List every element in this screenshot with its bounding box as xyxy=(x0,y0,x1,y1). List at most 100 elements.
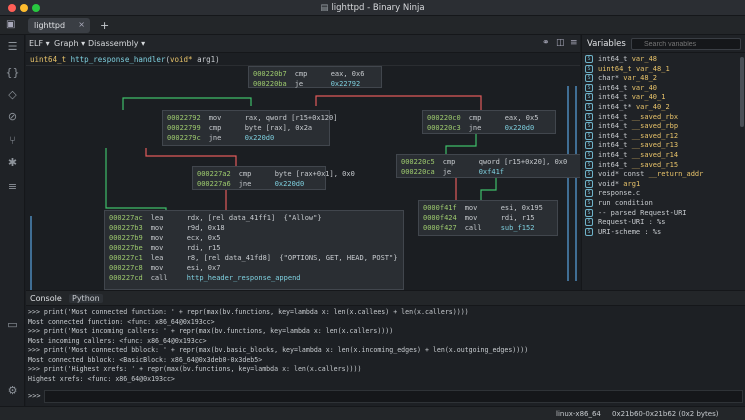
instruction-address[interactable]: 000220c5 xyxy=(401,158,435,166)
instruction-address[interactable]: 0000f424 xyxy=(423,214,457,222)
instruction-operands[interactable]: 0x220d0 xyxy=(244,134,275,142)
link-icon[interactable]: ⚭ xyxy=(542,38,550,48)
console-input[interactable] xyxy=(44,390,743,403)
instruction-operands[interactable]: 0x220d0 xyxy=(274,180,305,188)
sidebar-toggle-icon[interactable]: ▣ xyxy=(6,19,16,30)
instruction-operands[interactable]: byte [rax+0x1], 0x0 xyxy=(274,170,355,178)
minimize-window-button[interactable] xyxy=(20,4,28,12)
instruction-operands[interactable]: ecx, 0x5 xyxy=(186,234,221,242)
instruction-operands[interactable]: esi, 0x195 xyxy=(500,204,543,212)
instruction-operands[interactable]: byte [rax], 0x2a xyxy=(244,124,313,132)
elf-view-dropdown[interactable]: ELF ▾ xyxy=(29,39,50,48)
instruction-operands[interactable]: r9d, 0x18 xyxy=(186,224,225,232)
instruction-address[interactable]: 0000f41f xyxy=(423,204,457,212)
tab-lighttpd[interactable]: lighttpd × xyxy=(28,18,90,33)
close-tab-icon[interactable]: × xyxy=(78,20,85,29)
cross-references-icon[interactable]: ⊘ xyxy=(7,110,18,123)
variables-scrollbar[interactable] xyxy=(740,57,744,127)
close-window-button[interactable] xyxy=(8,4,16,12)
tags-icon[interactable]: ◇ xyxy=(8,88,17,101)
disassembly-dropdown[interactable]: Disassembly ▾ xyxy=(88,39,146,48)
instruction-address[interactable]: 000227a6 xyxy=(197,180,231,188)
split-view-icon[interactable]: ◫ xyxy=(556,38,565,48)
instruction-operands[interactable]: esi, 0x7 xyxy=(186,264,221,272)
instruction-address[interactable]: 000220ba xyxy=(253,80,287,88)
types-icon[interactable]: {} xyxy=(5,66,20,79)
instruction-operands[interactable]: http_header_response_append xyxy=(186,274,301,282)
instruction-address[interactable]: 000227a2 xyxy=(197,170,231,178)
instruction-operands[interactable]: sub_f152 xyxy=(500,224,535,232)
instruction-operands[interactable]: 0xf41f xyxy=(478,168,505,176)
instruction-operands[interactable]: rax, qword [r15+0x120] xyxy=(244,114,338,122)
new-tab-button[interactable]: + xyxy=(100,19,110,32)
platform-status[interactable]: linux-x86_64 xyxy=(556,410,601,418)
instruction-address[interactable]: 000220ca xyxy=(401,168,435,176)
strings-icon[interactable]: ≡ xyxy=(7,180,18,193)
instruction-address[interactable]: 0000f427 xyxy=(423,224,457,232)
instruction-operands[interactable]: r8, [rel data_41fd8] {"OPTIONS, GET, HEA… xyxy=(186,254,398,262)
instruction-operands[interactable]: eax, 0x6 xyxy=(330,70,365,78)
symbols-icon[interactable]: ☰ xyxy=(7,40,18,53)
instruction-address[interactable]: 000227c1 xyxy=(109,254,143,262)
tab-console[interactable]: Console xyxy=(30,294,62,303)
instruction-address[interactable]: 000227b9 xyxy=(109,234,143,242)
instruction-address[interactable]: 000227ac xyxy=(109,214,143,222)
instruction-operands[interactable]: 0x220d0 xyxy=(504,124,535,132)
instruction-address[interactable]: 000227cd xyxy=(109,274,143,282)
instruction-address[interactable]: 000227be xyxy=(109,244,143,252)
graph-icon[interactable]: ⑂ xyxy=(9,134,16,147)
instruction-address[interactable]: 000220c0 xyxy=(427,114,461,122)
debugger-icon[interactable]: ✱ xyxy=(7,156,18,169)
graph-view-dropdown[interactable]: Graph ▾ xyxy=(54,39,86,48)
instruction-address[interactable]: 000220c3 xyxy=(427,124,461,132)
variable-item[interactable]: S-- parsed Request-URI xyxy=(582,208,745,219)
instruction-address[interactable]: 000220b7 xyxy=(253,70,287,78)
instruction-operands[interactable]: rdi, r15 xyxy=(186,244,221,252)
variables-search-input[interactable] xyxy=(631,38,741,50)
maximize-window-button[interactable] xyxy=(32,4,40,12)
instruction-operands[interactable]: 0x22792 xyxy=(330,80,361,88)
instruction-operands[interactable]: rdx, [rel data_41ff1] {"Allow"} xyxy=(186,214,322,222)
instruction-address[interactable]: 00022799 xyxy=(167,124,201,132)
